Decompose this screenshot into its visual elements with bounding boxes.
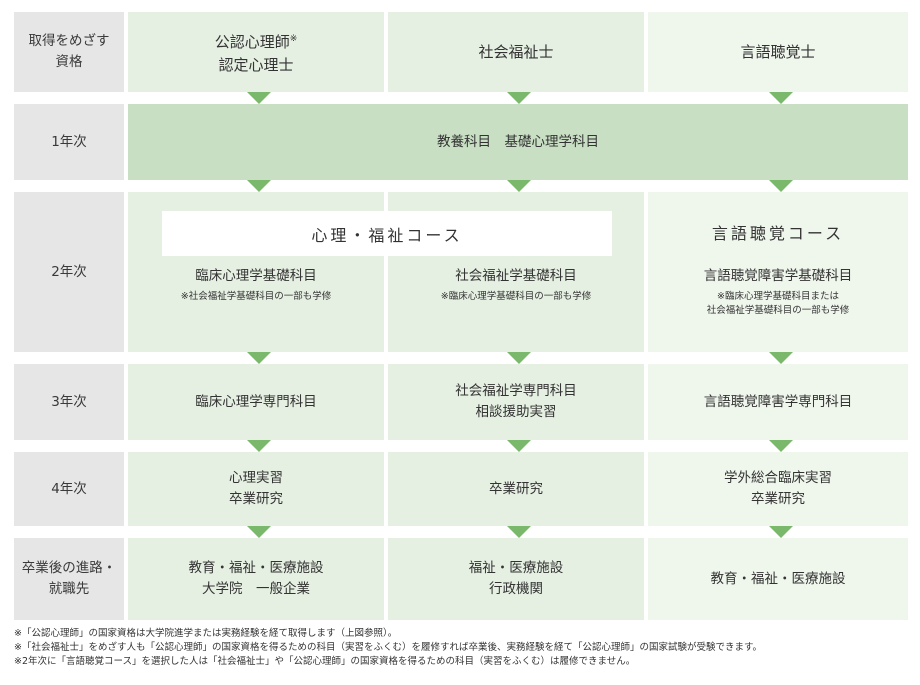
year4-label-cell: 4年次 xyxy=(14,452,124,526)
year2-col3-content: 言語聴覚障害学基礎科目 ※臨床心理学基礎科目または 社会福祉学基礎科目の一部も学… xyxy=(648,266,908,330)
arrow-down-icon xyxy=(247,352,271,364)
year3-col2-line1: 社会福祉学専門科目 xyxy=(455,383,577,399)
year2-col1-main: 臨床心理学基礎科目 xyxy=(195,268,317,284)
arrow-down-icon xyxy=(769,180,793,192)
header-col3-text: 言語聴覚士 xyxy=(740,42,816,61)
arrow-down-icon xyxy=(247,526,271,538)
career-label-line2: 就職先 xyxy=(48,581,90,597)
year3-col3-text: 言語聴覚障害学専門科目 xyxy=(703,393,853,410)
footnote-3: ※2年次に「言語聴覚コース」を選択した人は「社会福祉士」や「公認心理師」の国家資… xyxy=(14,656,636,667)
career-col3-cell: 教育・福祉・医療施設 xyxy=(648,538,908,620)
career-label-line1: 卒業後の進路・ xyxy=(21,560,117,576)
year4-col2-text: 卒業研究 xyxy=(489,480,543,497)
year3-col1-text: 臨床心理学専門科目 xyxy=(195,393,317,410)
career-col2-line2: 行政機関 xyxy=(489,581,543,597)
arrow-down-icon xyxy=(507,180,531,192)
year3-col1-cell: 臨床心理学専門科目 xyxy=(128,364,384,440)
header-col-shakaifukushishi: 社会福祉士 xyxy=(388,12,644,92)
arrow-down-icon xyxy=(507,92,531,104)
arrow-down-icon xyxy=(769,352,793,364)
career-col1-line1: 教育・福祉・医療施設 xyxy=(188,560,324,576)
header-label-line2: 資格 xyxy=(55,54,83,70)
career-label-cell: 卒業後の進路・ 就職先 xyxy=(14,538,124,620)
year4-col3-line1: 学外総合臨床実習 xyxy=(724,470,832,486)
arrow-down-icon xyxy=(247,180,271,192)
year2-col3-note: ※臨床心理学基礎科目または 社会福祉学基礎科目の一部も学修 xyxy=(707,290,850,318)
year4-col3-line2: 卒業研究 xyxy=(751,491,805,507)
year2-col3-note-line1: ※臨床心理学基礎科目または xyxy=(717,291,839,302)
career-col1-line2: 大学院 一般企業 xyxy=(202,581,310,597)
year4-col1-cell: 心理実習 卒業研究 xyxy=(128,452,384,526)
arrow-down-icon xyxy=(769,526,793,538)
year2-col1-content: 臨床心理学基礎科目 ※社会福祉学基礎科目の一部も学修 xyxy=(128,266,384,316)
year2-col1-note: ※社会福祉学基礎科目の一部も学修 xyxy=(180,291,332,302)
year2-label-cell: 2年次 xyxy=(14,192,124,352)
header-col1-mark: ※ xyxy=(289,33,298,44)
course-shinri-fukushi-box: 心理・福祉コース xyxy=(162,211,612,256)
career-col1-cell: 教育・福祉・医療施設 大学院 一般企業 xyxy=(128,538,384,620)
header-col-gengochoukakushi: 言語聴覚士 xyxy=(648,12,908,92)
year2-col3-note-line2: 社会福祉学基礎科目の一部も学修 xyxy=(706,305,850,316)
year2-col2-note: ※臨床心理学基礎科目の一部も学修 xyxy=(440,291,592,302)
arrow-down-icon xyxy=(507,526,531,538)
footnote-1: ※「公認心理師」の国家資格は大学院進学または実務経験を経て取得します（上図参照）… xyxy=(14,628,398,639)
career-col2-line1: 福祉・医療施設 xyxy=(468,560,564,576)
footnotes: ※「公認心理師」の国家資格は大学院進学または実務経験を経て取得します（上図参照）… xyxy=(14,627,909,669)
year2-col3-main: 言語聴覚障害学基礎科目 xyxy=(703,268,853,284)
year2-col2-content: 社会福祉学基礎科目 ※臨床心理学基礎科目の一部も学修 xyxy=(388,266,644,316)
header-col1-line2: 認定心理士 xyxy=(218,55,294,74)
header-label-line1: 取得をめざす xyxy=(28,33,110,49)
year1-content-cell: 教養科目 基礎心理学科目 xyxy=(128,104,908,180)
arrow-down-icon xyxy=(769,440,793,452)
year4-col1-line1: 心理実習 xyxy=(229,470,283,486)
header-col-kouninshinrishi: 公認心理師※ 認定心理士 xyxy=(128,12,384,92)
arrow-down-icon xyxy=(247,92,271,104)
header-label-cell: 取得をめざす 資格 xyxy=(14,12,124,92)
arrow-down-icon xyxy=(247,440,271,452)
footnote-2: ※「社会福祉士」をめざす人も「公認心理師」の国家資格を得るための科目（実習をふく… xyxy=(14,642,763,653)
course-gengo-choukaku-label: 言語聴覚コース xyxy=(711,224,845,243)
year3-label-cell: 3年次 xyxy=(14,364,124,440)
year4-col2-cell: 卒業研究 xyxy=(388,452,644,526)
year1-content: 教養科目 基礎心理学科目 xyxy=(437,133,599,150)
year2-col2-main: 社会福祉学基礎科目 xyxy=(455,268,577,284)
header-col1-line1: 公認心理師 xyxy=(214,32,290,51)
year4-label: 4年次 xyxy=(51,480,87,497)
year4-col3-cell: 学外総合臨床実習 卒業研究 xyxy=(648,452,908,526)
career-col2-cell: 福祉・医療施設 行政機関 xyxy=(388,538,644,620)
year3-col3-cell: 言語聴覚障害学専門科目 xyxy=(648,364,908,440)
year1-label-cell: 1年次 xyxy=(14,104,124,180)
arrow-down-icon xyxy=(769,92,793,104)
arrow-down-icon xyxy=(507,352,531,364)
year4-col1-line2: 卒業研究 xyxy=(229,491,283,507)
year3-col2-cell: 社会福祉学専門科目 相談援助実習 xyxy=(388,364,644,440)
year2-col3-cell xyxy=(648,192,908,352)
course-shinri-fukushi-label: 心理・福祉コース xyxy=(311,225,463,245)
year3-label: 3年次 xyxy=(51,393,87,410)
header-col2-text: 社会福祉士 xyxy=(478,42,554,61)
year3-col2-line2: 相談援助実習 xyxy=(475,404,557,420)
year2-label: 2年次 xyxy=(51,263,87,280)
year1-label: 1年次 xyxy=(51,133,87,150)
career-col3-text: 教育・福祉・医療施設 xyxy=(710,570,846,587)
arrow-down-icon xyxy=(507,440,531,452)
